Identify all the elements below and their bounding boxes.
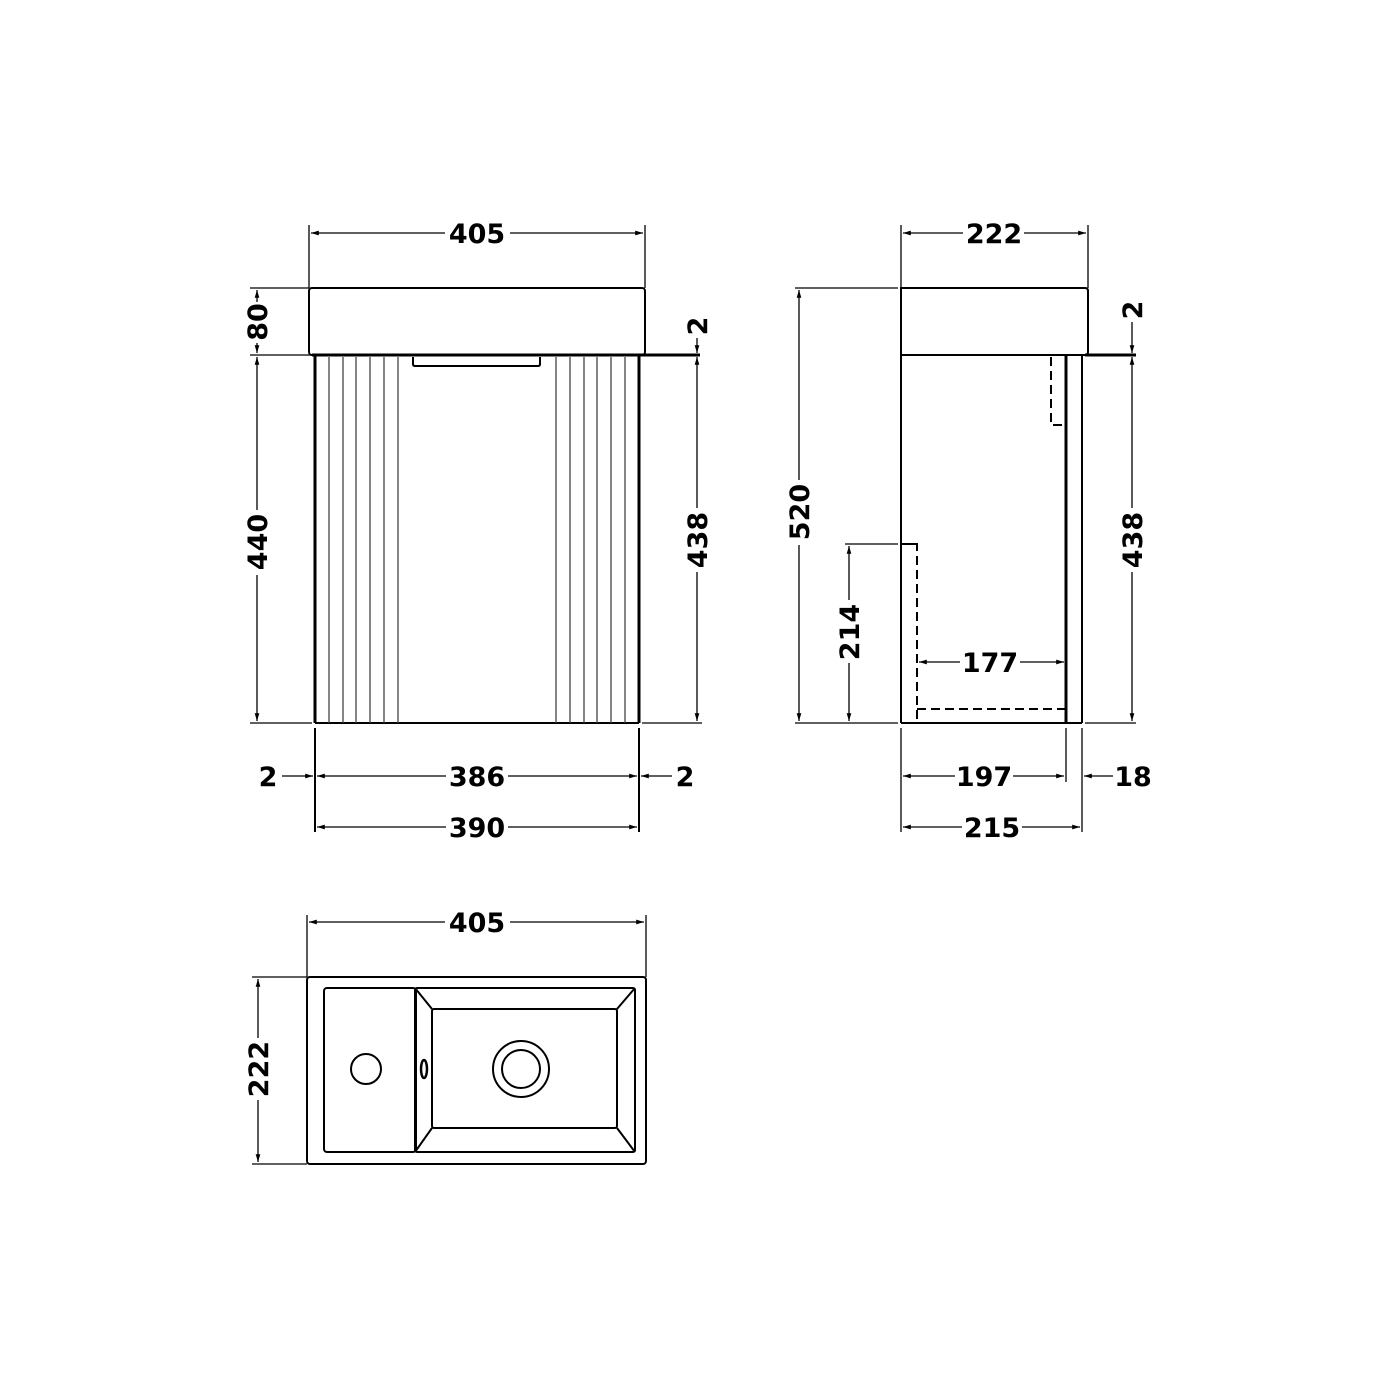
dim-front-width: 405: [449, 219, 505, 250]
dim-side-top-gap: 2: [1118, 301, 1149, 320]
front-basin: [308, 287, 646, 356]
hinge-hidden: [1050, 357, 1066, 426]
waste-inner-icon: [501, 1049, 541, 1089]
door-flutes-left: [328, 357, 399, 723]
front-view: 405 80 440 2 438 2 386 2 390: [243, 219, 714, 844]
side-view: 222 520 214 177 2 438 197 18 215: [785, 219, 1152, 844]
dim-front-door-height: 438: [683, 512, 714, 568]
dim-side-inner-height: 214: [835, 604, 866, 660]
waste-outer-icon: [492, 1040, 550, 1098]
door-flutes-right: [555, 357, 626, 723]
dim-front-cabinet-width: 390: [449, 813, 505, 844]
dim-front-cabinet-height: 440: [243, 514, 274, 570]
dim-side-depth: 222: [966, 219, 1022, 250]
dim-front-top-gap: 2: [683, 317, 714, 336]
top-view: 405 222: [244, 908, 647, 1165]
dim-front-door-width: 386: [449, 762, 505, 793]
side-basin: [900, 287, 1089, 356]
dim-side-cabinet-depth: 215: [964, 813, 1020, 844]
overflow-icon: [419, 1058, 429, 1080]
tap-deck: [323, 987, 417, 1153]
dim-side-overall-height: 520: [785, 484, 816, 540]
dim-side-carcass-depth: 197: [956, 762, 1012, 793]
basin-outline: [306, 976, 647, 1165]
dim-side-door-height: 438: [1118, 512, 1149, 568]
bowl-outer: [414, 987, 636, 1153]
dim-top-depth: 222: [244, 1041, 275, 1097]
dim-front-right-gap: 2: [676, 762, 695, 793]
tap-hole-icon: [350, 1053, 382, 1085]
dim-side-inner-depth: 177: [962, 648, 1018, 679]
door-handle: [412, 357, 541, 367]
bowl-inner: [431, 1008, 618, 1129]
dim-side-door-thickness: 18: [1114, 762, 1152, 793]
dim-top-width: 405: [449, 908, 505, 939]
dim-front-basin-height: 80: [243, 303, 274, 341]
inner-hidden-outline: [901, 543, 918, 723]
dim-front-left-gap: 2: [259, 762, 278, 793]
